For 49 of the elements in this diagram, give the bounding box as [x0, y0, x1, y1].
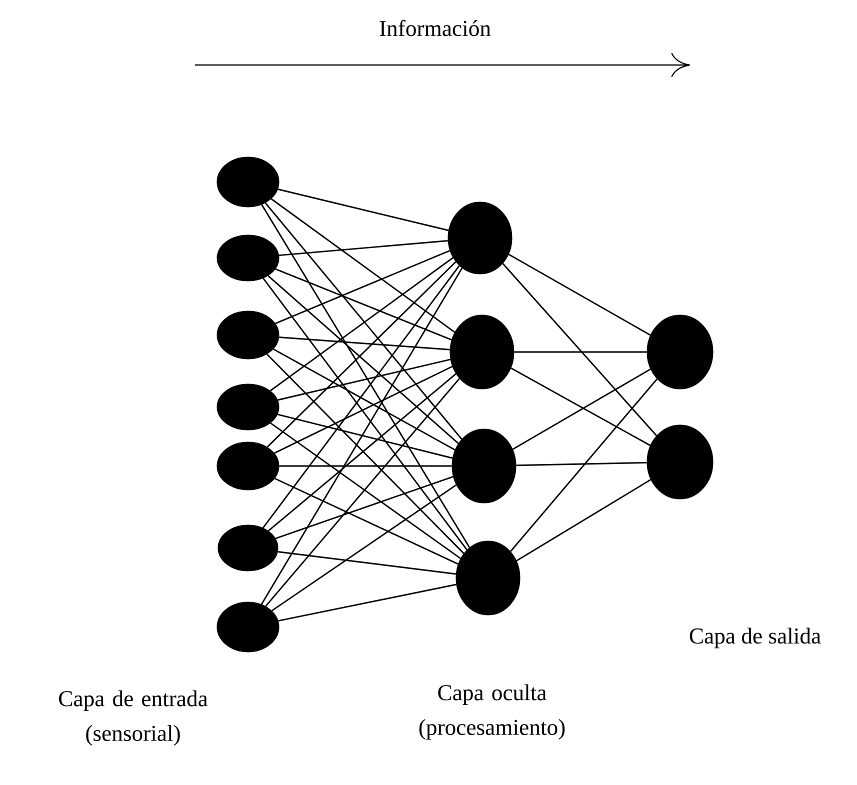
neuron	[452, 428, 516, 504]
neuron	[216, 310, 280, 360]
layer-label: Capa de entrada (sensorial)	[59, 690, 208, 746]
connection-line	[278, 188, 449, 232]
connection-line	[262, 265, 460, 528]
connection-line	[516, 462, 647, 466]
layer-label: Información	[380, 20, 491, 36]
connection-line	[262, 278, 468, 550]
connection-line	[270, 422, 461, 560]
connection-line	[510, 378, 658, 552]
connection-line	[270, 257, 454, 392]
connection-line	[275, 250, 450, 324]
layer-label: Capa oculta (procesamiento)	[419, 684, 565, 740]
neuron	[646, 424, 714, 500]
neuron	[216, 234, 280, 282]
neuron	[448, 202, 512, 274]
connection-line	[279, 240, 448, 256]
connection-line	[260, 268, 463, 605]
connection-line	[279, 465, 452, 467]
connection-line	[502, 263, 658, 436]
connection-line	[274, 366, 453, 454]
connection-line	[264, 202, 462, 440]
neuron	[218, 524, 278, 572]
layer-label: Capa de salida	[690, 628, 821, 648]
connection-line	[514, 351, 647, 353]
connection-line	[278, 584, 456, 622]
connection-line	[275, 268, 452, 340]
connection-line	[266, 354, 464, 554]
connection-line	[271, 484, 457, 612]
connection-line	[261, 204, 470, 548]
connection-line	[268, 373, 456, 532]
connection-line	[275, 476, 454, 540]
connection-line	[279, 336, 450, 350]
neuron	[216, 602, 280, 652]
neuron	[216, 384, 280, 430]
connection-line	[278, 358, 451, 401]
connection-line	[274, 478, 458, 565]
neuron	[456, 540, 520, 616]
connection-line	[273, 348, 456, 450]
connection-line	[270, 198, 456, 333]
neuron	[450, 314, 514, 390]
connection-line	[508, 254, 651, 336]
connection-line	[516, 479, 652, 562]
neuron	[216, 442, 280, 490]
connection-line	[277, 414, 453, 459]
neuron	[216, 156, 280, 208]
connection-line	[265, 378, 460, 607]
neuron	[646, 314, 714, 390]
connection-line	[278, 551, 456, 575]
